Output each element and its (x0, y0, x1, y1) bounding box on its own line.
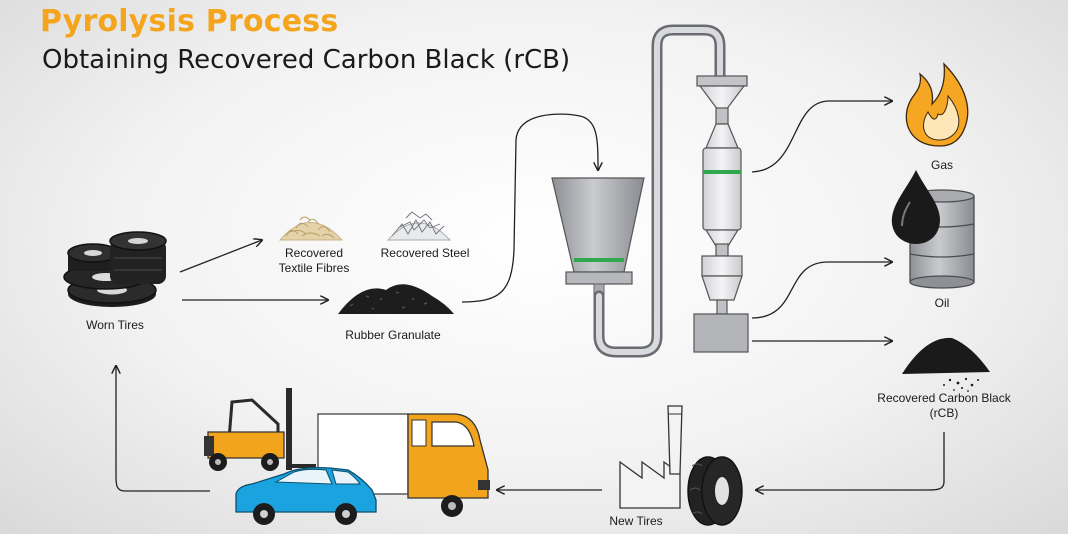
arrow-to-oil (751, 262, 892, 319)
rubber-granulate-icon (338, 284, 454, 314)
label-textile-fibres: Recovered Textile Fibres (262, 246, 366, 276)
page-title: Pyrolysis Process (40, 4, 339, 39)
arrow-rubber-to-hopper (461, 113, 598, 303)
label-recovered-carbon-black: Recovered Carbon Black (rCB) (862, 391, 1026, 421)
arrow-to-gas (751, 101, 892, 173)
page-subtitle: Obtaining Recovered Carbon Black (rCB) (42, 45, 571, 75)
hopper-icon (551, 177, 645, 299)
car-icon (235, 466, 377, 525)
label-rcb-line2: (rCB) (929, 406, 959, 420)
carbon-black-pile-icon (902, 337, 990, 392)
label-rubber-granulate: Rubber Granulate (345, 328, 441, 342)
oil-barrel-icon (891, 170, 975, 289)
oil-drop-icon (891, 170, 940, 244)
label-oil: Oil (934, 296, 950, 310)
label-textile-line1: Recovered (284, 246, 344, 260)
label-textile-line2: Textile Fibres (278, 261, 350, 275)
flame-icon (905, 62, 969, 147)
flow-arrows (116, 101, 945, 492)
tire-stack-icon (63, 231, 167, 307)
label-gas: Gas (930, 158, 953, 172)
factory-icon (619, 405, 683, 509)
label-recovered-steel: Recovered Steel (380, 246, 470, 260)
label-rcb-line1: Recovered Carbon Black (877, 391, 1011, 405)
arrow-vehicles-to-worn (116, 366, 210, 492)
label-worn-tires: Worn Tires (86, 318, 144, 332)
new-tires-icon (687, 456, 743, 526)
pyrolysis-reactor-icon (693, 75, 749, 353)
label-new-tires: New Tires (609, 514, 663, 528)
transfer-pipe (593, 24, 726, 358)
forklift-icon (204, 388, 316, 471)
arrow-to-textile (179, 240, 262, 273)
arrow-rcb-to-newtires (756, 432, 945, 490)
textile-fibres-icon (279, 216, 344, 241)
steel-pile-icon (387, 211, 452, 241)
